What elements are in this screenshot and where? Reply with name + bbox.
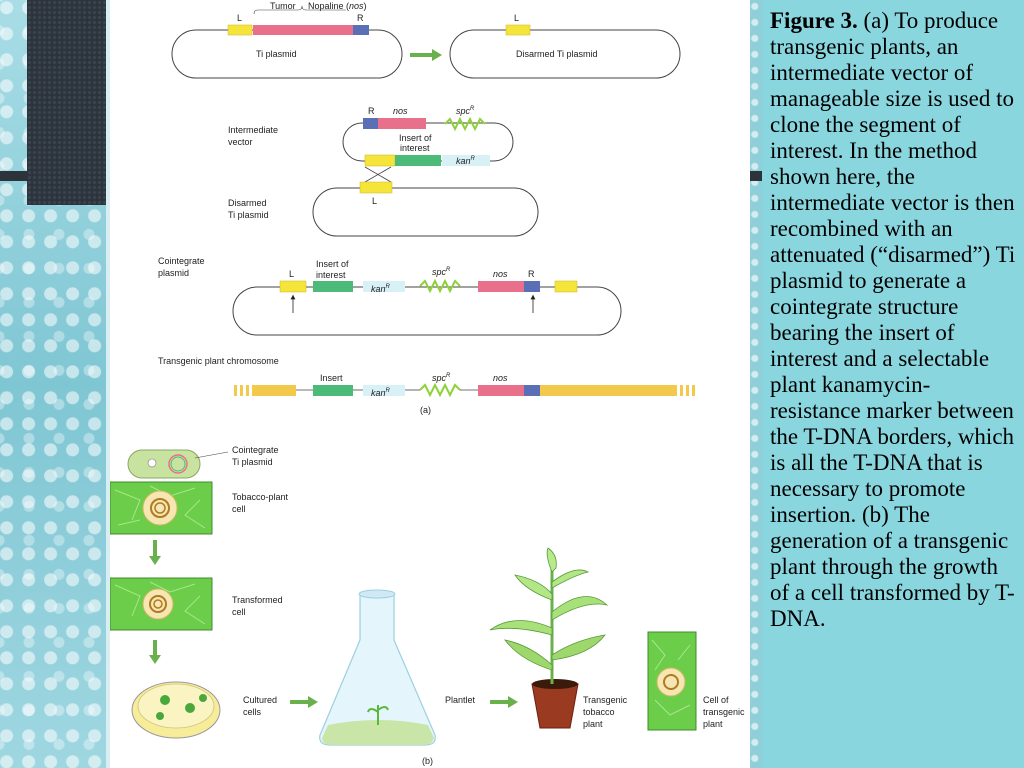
- tumor-label: Tumor: [270, 1, 296, 11]
- co-nos-label: nos: [493, 269, 508, 279]
- cointegrate-b-label-1: Cointegrate: [232, 445, 279, 455]
- disarmed-lower-l-label: L: [372, 196, 377, 206]
- ti-l-label: L: [237, 13, 242, 23]
- plantlet-label: Plantlet: [445, 695, 476, 705]
- iv-spc-label: spcR: [456, 106, 475, 116]
- caption-panel: [762, 0, 1024, 768]
- cointegrate-b-label-2: Ti plasmid: [232, 457, 273, 467]
- tobacco-label-2: cell: [232, 504, 246, 514]
- disarmed-ti-plasmid: L Disarmed Ti plasmid: [449, 13, 681, 79]
- chr-kan-label: kanR: [371, 388, 391, 398]
- disarmed-l-label: L: [514, 13, 519, 23]
- dark-texture-block: [27, 0, 106, 205]
- right-arrow-2: [490, 696, 518, 708]
- chr-spc-label: spcR: [432, 373, 451, 383]
- ti-r-label: R: [357, 13, 364, 23]
- divider-strip: [106, 0, 110, 768]
- iv-insert-label-1: Insert of: [399, 133, 432, 143]
- right-arrow-1: [290, 696, 318, 708]
- caption-title: Figure 3.: [770, 8, 858, 33]
- down-arrow-2: [149, 640, 161, 664]
- transgenic-plant-label-2: tobacco: [583, 707, 615, 717]
- cell-of-plant-label-1: Cell of: [703, 695, 729, 705]
- cointegrate-label-1: Cointegrate: [158, 256, 205, 266]
- disarmed-ti-label: Disarmed Ti plasmid: [516, 49, 598, 59]
- transgenic-plant-label-1: Transgenic: [583, 695, 628, 705]
- iv-kan-label: kanR: [456, 156, 476, 166]
- tobacco-plant: Transgenic tobacco plant: [489, 547, 628, 729]
- intermediate-vector: Intermediate vector R nos spcR Insert of…: [228, 106, 514, 167]
- culture-dish: Cultured cells: [131, 681, 277, 739]
- co-l-label: L: [289, 269, 294, 279]
- iv-insert-label-2: interest: [400, 143, 430, 153]
- agrobacterium: Cointegrate Ti plasmid: [127, 445, 279, 479]
- transgenic-chromosome: Transgenic plant chromosome Insert kanR …: [158, 356, 695, 415]
- cell-of-plant-label-2: transgenic: [703, 707, 745, 717]
- ti-plasmid-label: Ti plasmid: [256, 49, 297, 59]
- disarm-arrow: [410, 49, 442, 61]
- tobacco-label-1: Tobacco-plant: [232, 492, 289, 502]
- co-r-label: R: [528, 269, 535, 279]
- cointegrate-label-2: plasmid: [158, 268, 189, 278]
- figure-caption: Figure 3. (a) To produce transgenic plan…: [770, 8, 1020, 632]
- nopaline-label: Nopaline (nos): [308, 1, 367, 11]
- figure-diagram: L Tumor Nopaline (nos) R Ti plasmid L Di…: [110, 1, 745, 766]
- cell-of-plant-label-3: plant: [703, 719, 723, 729]
- transformed-cell: Transformed cell: [110, 577, 283, 631]
- co-insert-label-2: interest: [316, 270, 346, 280]
- co-spc-label: spcR: [432, 267, 451, 277]
- chromosome-label: Transgenic plant chromosome: [158, 356, 279, 366]
- co-kan-label: kanR: [371, 284, 391, 294]
- transgenic-plant-cell: Cell of transgenic plant: [647, 631, 745, 731]
- transgenic-plant-label-3: plant: [583, 719, 603, 729]
- ti-plasmid: L Tumor Nopaline (nos) R Ti plasmid: [171, 1, 403, 79]
- flask: Plantlet: [319, 589, 476, 746]
- intermediate-label-1: Intermediate: [228, 125, 278, 135]
- co-insert-label-1: Insert of: [316, 259, 349, 269]
- tobacco-plant-cell: Tobacco-plant cell: [110, 481, 289, 535]
- cultured-label-2: cells: [243, 707, 262, 717]
- recombination-crossover: [364, 166, 392, 183]
- caption-body: (a) To produce transgenic plants, an int…: [770, 8, 1016, 631]
- chr-insert-label: Insert: [320, 373, 343, 383]
- transformed-label-1: Transformed: [232, 595, 283, 605]
- panel-b-label: (b): [422, 756, 433, 766]
- cultured-label-1: Cultured: [243, 695, 277, 705]
- iv-r-label: R: [368, 106, 375, 116]
- disarmed-lower-label-1: Disarmed: [228, 198, 267, 208]
- water-texture-right: [750, 0, 762, 768]
- iv-nos-label: nos: [393, 106, 408, 116]
- transformed-label-2: cell: [232, 607, 246, 617]
- chr-nos-label: nos: [493, 373, 508, 383]
- cointegrate-plasmid: Cointegrate plasmid L Insert of interest…: [158, 256, 622, 336]
- disarmed-ti-plasmid-lower: Disarmed Ti plasmid L: [228, 181, 539, 237]
- intermediate-label-2: vector: [228, 137, 253, 147]
- panel-a-label: (a): [420, 405, 431, 415]
- dark-band-right: [750, 171, 762, 181]
- disarmed-lower-label-2: Ti plasmid: [228, 210, 269, 220]
- tumor-bracket: [253, 5, 346, 15]
- down-arrow-1: [149, 540, 161, 565]
- dark-band-left: [0, 171, 27, 181]
